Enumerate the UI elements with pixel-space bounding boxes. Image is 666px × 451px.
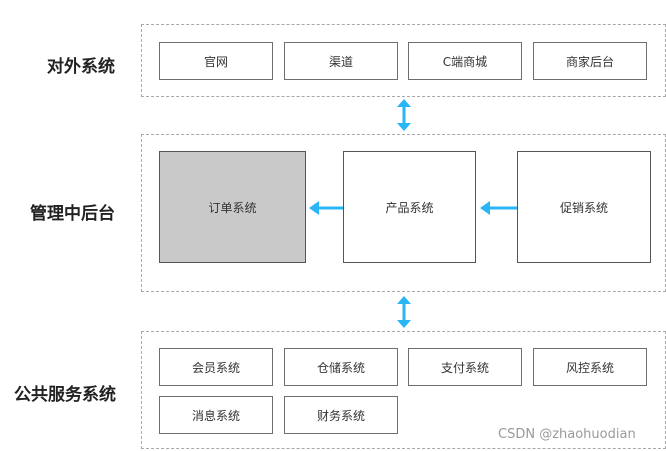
node-channel: 渠道: [284, 42, 398, 80]
layer-label-public: 公共服务系统: [14, 385, 116, 405]
double-arrow-icon: [397, 99, 411, 131]
node-c-mall: C端商城: [408, 42, 522, 80]
node-risk-control-system: 风控系统: [533, 348, 647, 386]
arrow-left-icon: [309, 201, 343, 215]
layer-label-middle: 管理中后台: [30, 204, 115, 224]
node-message-system: 消息系统: [159, 396, 273, 434]
node-promotion-system: 促销系统: [517, 151, 651, 263]
node-warehouse-system: 仓储系统: [284, 348, 398, 386]
node-finance-system: 财务系统: [284, 396, 398, 434]
node-payment-system: 支付系统: [408, 348, 522, 386]
double-arrow-icon: [397, 296, 411, 328]
layer-label-external: 对外系统: [47, 57, 115, 77]
node-member-system: 会员系统: [159, 348, 273, 386]
watermark: CSDN @zhaohuodian: [498, 427, 636, 442]
node-product-system: 产品系统: [343, 151, 476, 263]
arrow-left-icon: [480, 201, 517, 215]
node-merchant-backend: 商家后台: [533, 42, 647, 80]
node-order-system: 订单系统: [159, 151, 306, 263]
node-official-website: 官网: [159, 42, 273, 80]
